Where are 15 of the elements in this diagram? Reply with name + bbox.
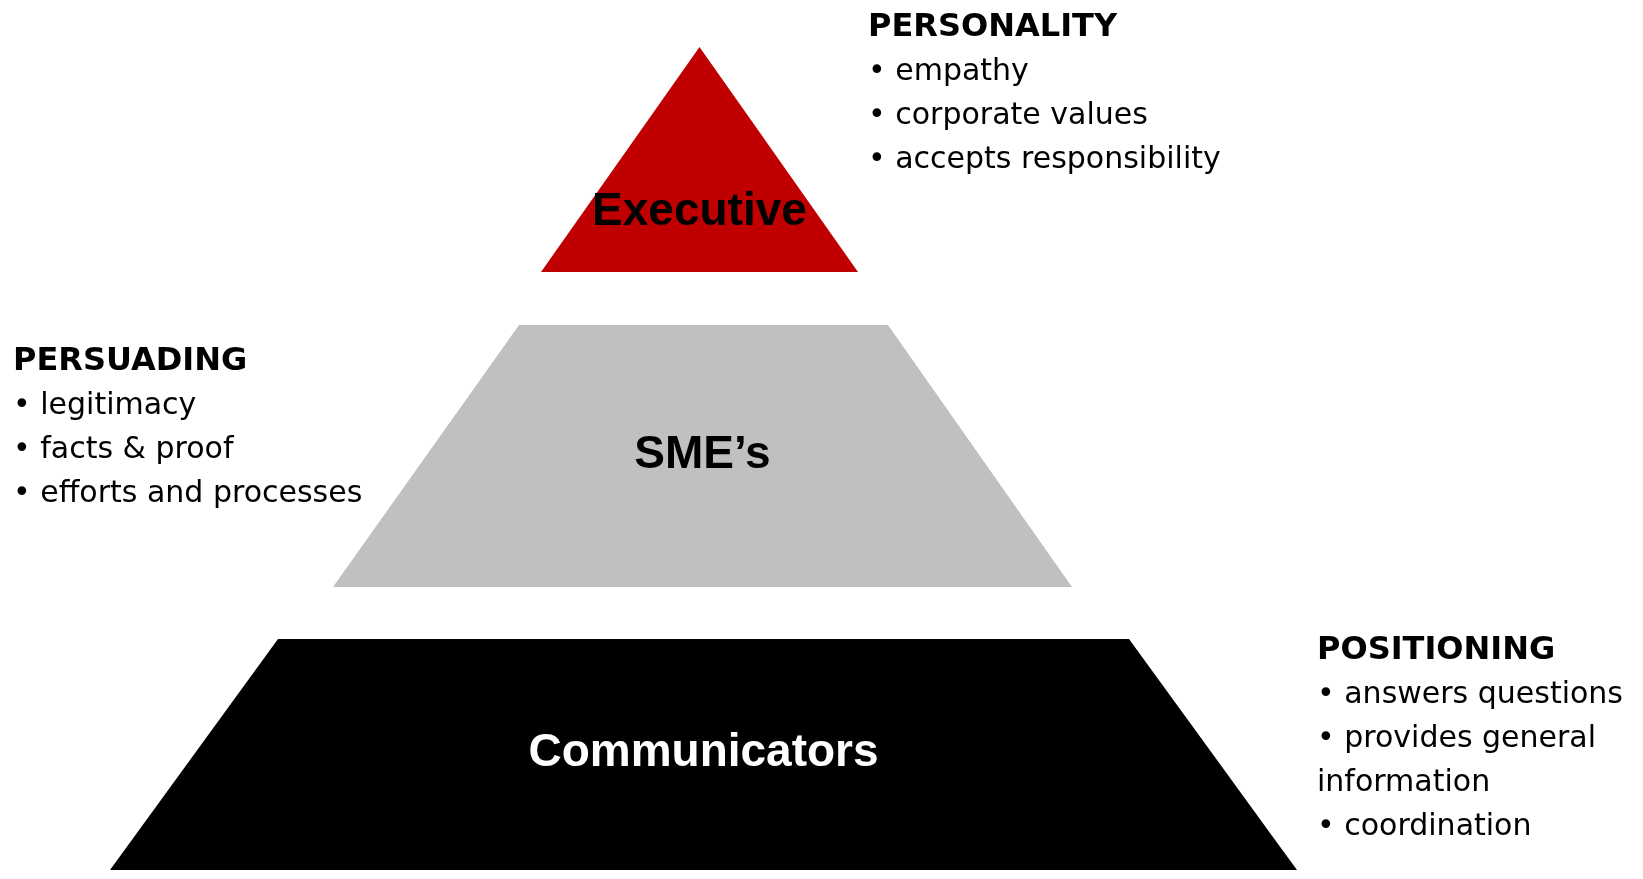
tier-label: Executive xyxy=(592,183,807,235)
bullet-item: • empathy xyxy=(868,51,1030,89)
bullet-item: • corporate values xyxy=(868,95,1149,133)
section-heading: POSITIONING xyxy=(1317,629,1556,667)
bullet-item: • accepts responsibility xyxy=(868,139,1221,177)
bullet-item: • legitimacy xyxy=(13,385,198,423)
bullet-item: • provides general information xyxy=(1317,718,1598,800)
bullet-item: • efforts and processes xyxy=(13,473,363,511)
bullet-item: • facts & proof xyxy=(13,429,235,467)
tier-label: Communicators xyxy=(528,724,879,776)
bullet-item: • answers questions xyxy=(1317,674,1624,712)
section-heading: PERSONALITY xyxy=(868,6,1118,44)
tier-label: SME’s xyxy=(634,426,771,478)
section-heading: PERSUADING xyxy=(13,340,248,378)
bullet-item: • coordination xyxy=(1317,806,1533,844)
